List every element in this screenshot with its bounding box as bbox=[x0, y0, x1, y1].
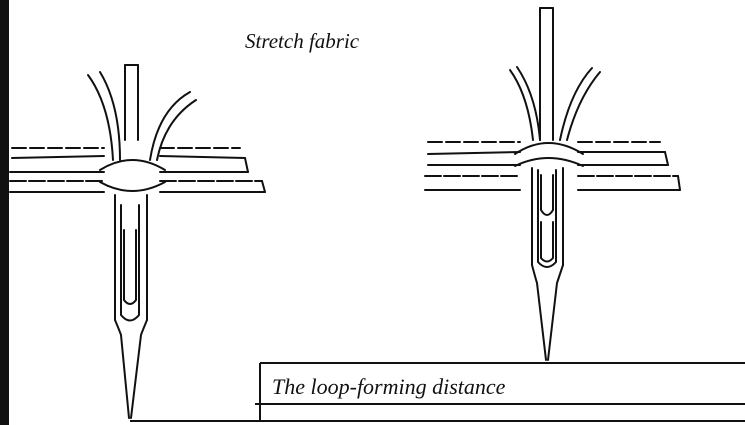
left-needle bbox=[114, 64, 148, 419]
right-needle-group bbox=[424, 7, 681, 361]
right-fabric-layers bbox=[424, 141, 681, 191]
loop-distance-marker bbox=[130, 362, 745, 422]
left-needle-group bbox=[9, 64, 266, 419]
label-loop-forming-distance: The loop-forming distance bbox=[272, 374, 506, 399]
left-threads bbox=[87, 71, 197, 161]
left-fabric-layers bbox=[9, 147, 266, 193]
label-stretch-fabric: Stretch fabric bbox=[245, 29, 360, 53]
right-threads bbox=[509, 66, 601, 141]
right-needle bbox=[531, 7, 564, 361]
left-border bbox=[0, 0, 9, 425]
